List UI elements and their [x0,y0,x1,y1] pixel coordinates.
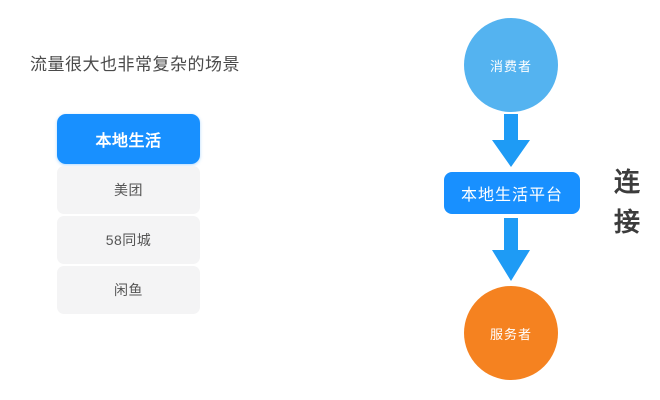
list-item-meituan[interactable]: 美团 [57,166,200,214]
list-item-label: 闲鱼 [114,282,143,298]
arrow-down-icon [489,218,533,284]
page-title: 流量很大也非常复杂的场景 [30,55,240,74]
flow-node-label: 服务者 [489,326,532,342]
list-item-label: 美团 [114,182,143,198]
list-item-xianyu[interactable]: 闲鱼 [57,266,200,314]
platform-list: 本地生活 美团 58同城 闲鱼 [57,114,200,314]
list-item-label: 本地生活 [95,133,162,150]
flow-node-provider[interactable]: 服务者 [464,286,558,380]
connect-vertical-label: 连 接 [610,162,644,242]
flow-node-platform[interactable]: 本地生活平台 [444,172,580,214]
flow-node-label: 本地生活平台 [460,187,563,204]
flow-node-label: 消费者 [489,58,532,74]
left-panel: 流量很大也非常复杂的场景 本地生活 美团 58同城 闲鱼 [0,0,300,400]
connect-label-char-1: 连 [613,167,640,197]
connect-label-char-2: 接 [613,207,640,237]
flow-diagram: 消费者 本地生活平台 服务者 连 接 [400,0,660,400]
flow-node-consumer[interactable]: 消费者 [464,18,558,112]
list-item-local-life[interactable]: 本地生活 [57,114,200,164]
list-item-58tongcheng[interactable]: 58同城 [57,216,200,264]
list-item-label: 58同城 [105,232,152,248]
arrow-down-icon [489,114,533,170]
